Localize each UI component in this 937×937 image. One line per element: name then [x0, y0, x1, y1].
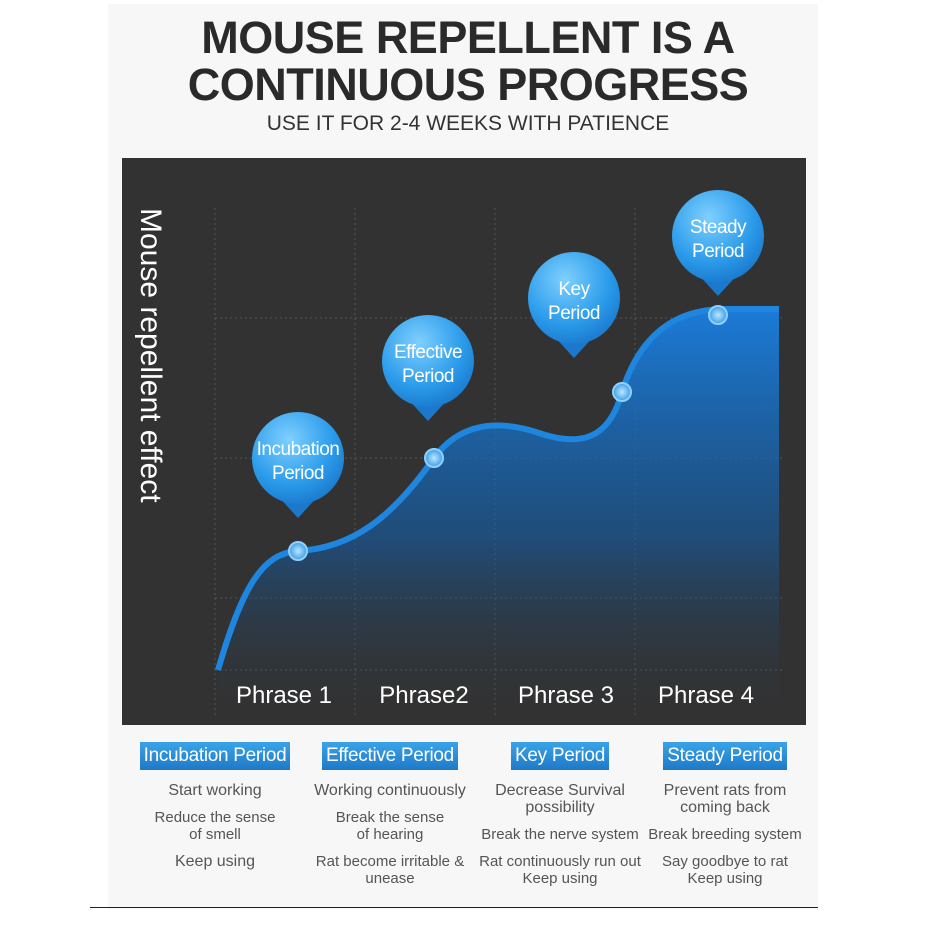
- description-line: Say goodbye to rat: [662, 853, 788, 870]
- period-badge: Key Period: [511, 742, 609, 770]
- series-line: [215, 306, 779, 671]
- description-line: Keep using: [687, 870, 763, 887]
- bubble-label-line-2: Period: [272, 463, 324, 484]
- x-tick-label-1: Phrase 1: [235, 682, 333, 709]
- description-line: Keep using: [174, 853, 256, 870]
- period-description: Break breeding system: [640, 826, 810, 843]
- bubble-label-line-2: Period: [692, 241, 744, 262]
- bubble-circle: [672, 190, 764, 282]
- x-tick-label-4: Phrase 4: [657, 682, 755, 709]
- description-line: of smell: [189, 826, 241, 843]
- y-axis-label: Mouse repellent effect: [134, 208, 167, 503]
- bubble-circle: [528, 252, 620, 344]
- title-line-1: MOUSE REPELLENT IS A: [201, 12, 735, 63]
- period-description: Break the nerve system: [475, 826, 645, 843]
- bubble-label-line-2: Period: [548, 303, 600, 324]
- period-description: Working continuously: [305, 782, 475, 799]
- x-tick-label-3: Phrase 3: [517, 682, 615, 709]
- period-description: Start working: [130, 782, 300, 799]
- period-badge: Incubation Period: [139, 742, 291, 770]
- page-title: MOUSE REPELLENT IS A CONTINUOUS PROGRESS: [108, 14, 828, 108]
- divider: [90, 907, 818, 908]
- bubble-label-line-1: Steady: [690, 217, 747, 238]
- description-line: Rat become irritable &: [315, 853, 465, 870]
- description-line: coming back: [680, 799, 770, 816]
- description-line: Break breeding system: [648, 826, 802, 843]
- bubble-circle: [252, 412, 344, 504]
- data-point-1: [288, 541, 308, 561]
- description-line: of hearing: [356, 826, 424, 843]
- period-description: Keep using: [130, 853, 300, 870]
- x-tick-label-2: Phrase2: [379, 682, 469, 709]
- description-line: possibility: [525, 799, 595, 816]
- description-line: Start working: [168, 782, 262, 799]
- description-line: unease: [365, 870, 415, 887]
- description-line: Working continuously: [314, 782, 466, 799]
- description-line: Keep using: [522, 870, 598, 887]
- bubble-label-line-1: Key: [558, 279, 590, 300]
- data-point-4: [708, 305, 728, 325]
- data-point-2: [424, 448, 444, 468]
- chart-markers: IncubationPeriodEffectivePeriodKeyPeriod…: [252, 190, 764, 561]
- description-line: Break the nerve system: [481, 826, 639, 843]
- description-line: Rat continuously run out: [479, 853, 641, 870]
- description-line: Reduce the sense: [154, 809, 276, 826]
- period-badge: Steady Period: [663, 742, 787, 770]
- title-line-2: CONTINUOUS PROGRESS: [187, 59, 749, 110]
- area-fill: [218, 309, 779, 725]
- description-line: Prevent rats from: [663, 782, 787, 799]
- period-description: Rat become irritable &unease: [305, 853, 475, 887]
- data-point-3: [612, 382, 632, 402]
- page-subtitle: USE IT FOR 2-4 WEEKS WITH PATIENCE: [266, 112, 670, 135]
- bubble-label-line-2: Period: [402, 366, 454, 387]
- bubble-label-line-1: Effective: [394, 342, 462, 363]
- bubble-label-line-1: Incubation: [257, 439, 340, 460]
- description-line: Break the sense: [335, 809, 445, 826]
- bubble-circle: [382, 315, 474, 407]
- description-line: Decrease Survival: [495, 782, 625, 799]
- period-badge: Effective Period: [322, 742, 458, 770]
- progress-chart: IncubationPeriodEffectivePeriodKeyPeriod…: [214, 190, 782, 725]
